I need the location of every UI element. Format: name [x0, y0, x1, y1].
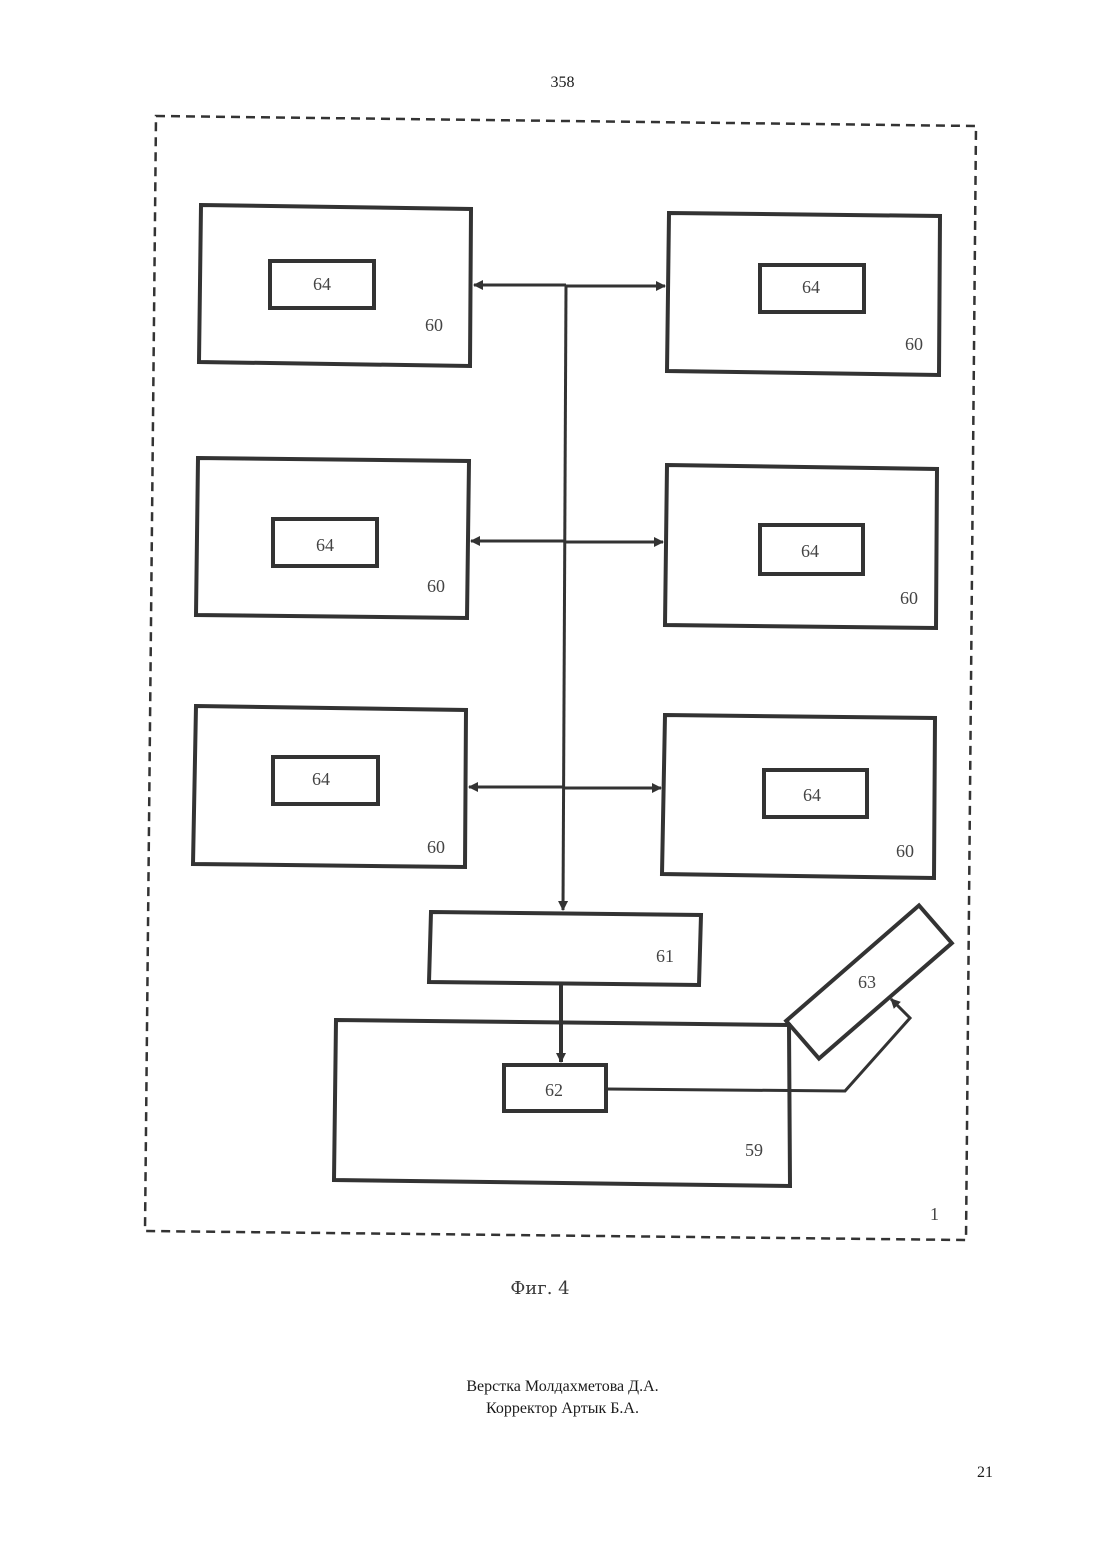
enclosure-label: 1: [930, 1204, 939, 1224]
unit-block-left-1: 64 60: [199, 205, 471, 366]
unit-block-label: 60: [425, 315, 443, 335]
page-number-bottom: 21: [955, 1464, 1015, 1482]
block-62: 62: [504, 1065, 606, 1111]
figure-caption: Фиг. 4: [470, 1278, 610, 1299]
block-59-label: 59: [745, 1140, 763, 1160]
block-62-label: 62: [545, 1080, 563, 1100]
block-63-label: 63: [858, 972, 876, 992]
unit-block-label: 60: [427, 837, 445, 857]
block-61: 61: [429, 912, 701, 985]
unit-block-right-3: 64 60: [662, 715, 935, 878]
sub-block-label: 64: [312, 769, 330, 789]
sub-block-label: 64: [802, 277, 820, 297]
layout-credit: Верстка Молдахметова Д.А.: [0, 1376, 1100, 1398]
arrow-62-to-63: [606, 999, 910, 1091]
unit-block-right-1: 64 60: [667, 213, 940, 375]
unit-block-label: 60: [905, 334, 923, 354]
sub-block-label: 64: [313, 274, 331, 294]
unit-block-label: 60: [896, 841, 914, 861]
unit-block-right-2: 64 60: [665, 465, 937, 628]
proof-credit: Корректор Артык Б.А.: [0, 1398, 1100, 1420]
footer-credits: Верстка Молдахметова Д.А. Корректор Арты…: [0, 1376, 1100, 1420]
bus-vertical-arrow: [563, 285, 566, 910]
unit-block-label: 60: [427, 576, 445, 596]
sub-block-label: 64: [803, 785, 821, 805]
sub-block-label: 64: [801, 541, 819, 561]
block-61-label: 61: [656, 946, 674, 966]
unit-block-left-3: 64 60: [193, 706, 466, 867]
sub-block-label: 64: [316, 535, 334, 555]
unit-block-left-2: 64 60: [196, 458, 469, 618]
unit-block-label: 60: [900, 588, 918, 608]
